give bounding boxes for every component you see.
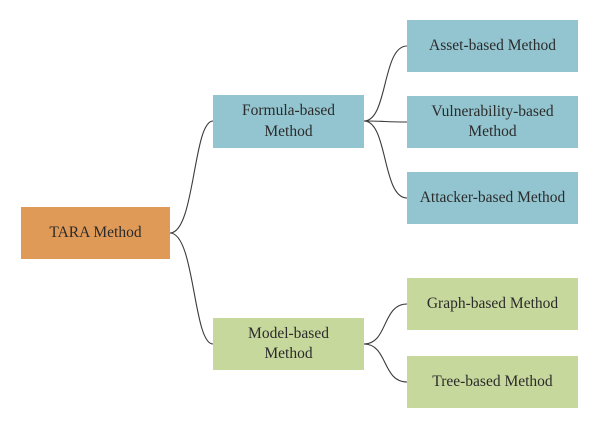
node-tara-method: TARA Method — [21, 207, 170, 259]
connector-root-formula — [169, 120, 214, 234]
node-label: Graph-based Method — [426, 294, 559, 312]
node-label: Tree-based Method — [432, 372, 553, 390]
connector-formula-asset — [363, 45, 408, 122]
connector-model-graph — [363, 303, 408, 345]
connector-formula-attacker — [363, 120, 408, 199]
node-label: TARA Method — [49, 223, 142, 241]
node-tree-based-method: Tree-based Method — [407, 356, 578, 408]
node-vulnerability-based-method: Vulnerability-based Method — [407, 96, 578, 148]
node-asset-based-method: Asset-based Method — [407, 20, 578, 72]
connector-model-tree — [363, 343, 408, 383]
node-label: Attacker-based Method — [419, 188, 566, 206]
connector-formula-vulnerability — [363, 120, 408, 123]
node-label: Formula-based Method — [242, 102, 335, 140]
node-label: Model-based Method — [248, 324, 329, 362]
connector-root-model — [169, 232, 214, 345]
node-attacker-based-method: Attacker-based Method — [407, 172, 578, 224]
node-label: Vulnerability-based Method — [431, 102, 554, 140]
node-graph-based-method: Graph-based Method — [407, 278, 578, 330]
node-label: Asset-based Method — [429, 36, 556, 54]
node-formula-based-method: Formula-based Method — [213, 95, 364, 148]
node-model-based-method: Model-based Method — [213, 318, 364, 370]
